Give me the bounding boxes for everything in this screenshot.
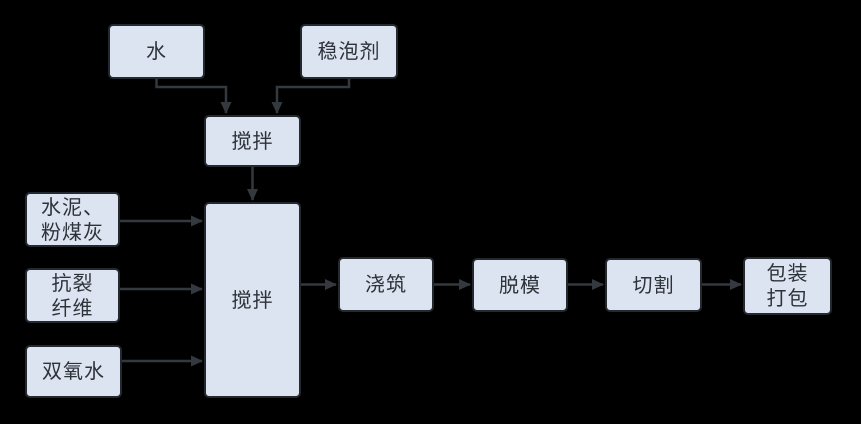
node-pouring: 浇筑 [338, 257, 434, 312]
node-cement-fly-ash: 水泥、 粉煤灰 [25, 192, 120, 247]
node-premix-label: 搅拌 [231, 128, 274, 153]
node-cutting-label: 切割 [632, 272, 675, 297]
node-pouring-label: 浇筑 [365, 272, 407, 296]
node-anti-crack-fiber: 抗裂 纤维 [25, 268, 120, 323]
node-water-label: 水 [146, 39, 167, 63]
node-main-mix: 搅拌 [204, 202, 301, 398]
node-cutting: 切割 [605, 258, 702, 312]
node-hydrogen-peroxide-label: 双氧水 [42, 359, 105, 383]
node-foam-stabilizer-label: 稳泡剂 [317, 39, 381, 63]
node-cement-fly-ash-label: 水泥、 粉煤灰 [41, 194, 104, 244]
node-foam-stabilizer: 稳泡剂 [300, 24, 398, 79]
node-premix: 搅拌 [204, 115, 301, 167]
node-hydrogen-peroxide: 双氧水 [25, 345, 122, 398]
node-anti-crack-fiber-label: 抗裂 纤维 [51, 270, 94, 320]
node-main-mix-label: 搅拌 [231, 287, 274, 312]
node-water: 水 [108, 24, 205, 79]
node-packing: 包装 打包 [743, 257, 832, 315]
node-demolding: 脱模 [472, 258, 568, 312]
node-packing-label: 包装 打包 [766, 261, 809, 310]
edge-foam-stabilizer-to-premix [271, 79, 351, 114]
edge-water-to-premix [155, 79, 232, 114]
node-demolding-label: 脱模 [499, 272, 541, 297]
